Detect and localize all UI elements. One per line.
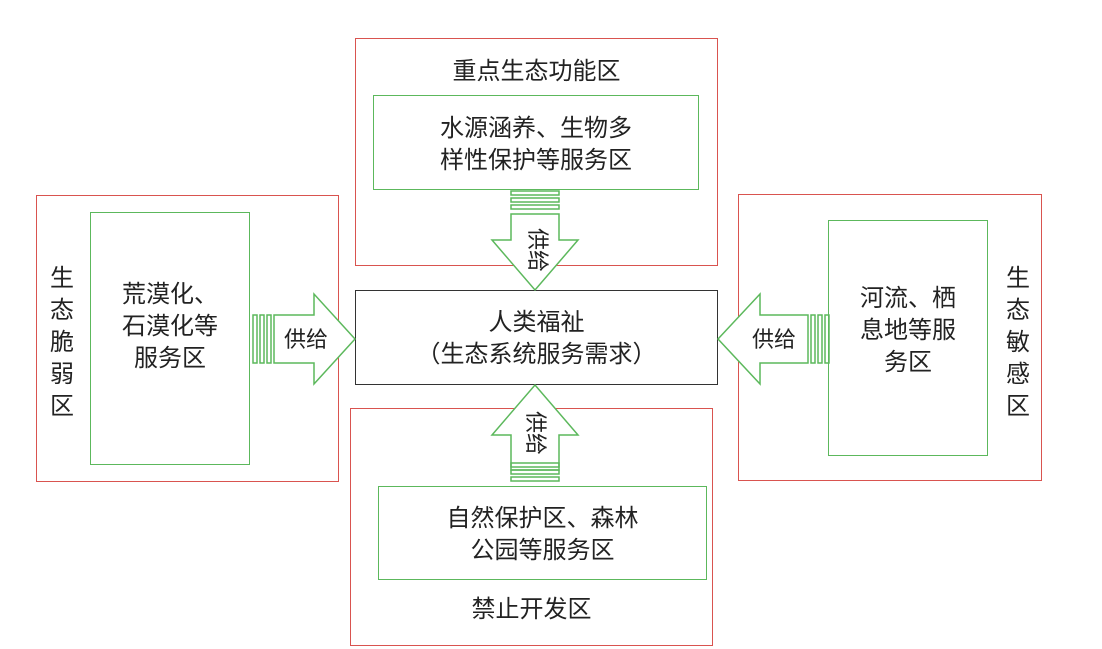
- left-service-label: 荒漠化、 石漠化等 服务区: [122, 280, 218, 372]
- right-arrow-label: 供给: [752, 328, 796, 353]
- left-arrow-label: 供给: [284, 328, 328, 353]
- top-region-label: 重点生态功能区: [452, 57, 621, 85]
- top-supply-arrow: 供给: [490, 190, 580, 292]
- left-supply-arrow: 供给: [252, 292, 357, 386]
- center-box: [355, 290, 718, 385]
- right-service-label: 河流、栖 息地等服 务区: [860, 284, 956, 376]
- bottom-arrow-label: 供给: [522, 411, 547, 455]
- top-service-label: 水源涵养、生物多 样性保护等服务区: [440, 114, 632, 174]
- top-arrow-label: 供给: [524, 228, 549, 272]
- right-region-label: 生 态 敏 感 区: [1006, 264, 1030, 420]
- bottom-service-box: [378, 486, 707, 580]
- center-line-1: 人类福祉: [488, 308, 585, 336]
- top-service-box: [373, 95, 699, 190]
- left-service-box: [90, 212, 250, 465]
- bottom-service-label: 自然保护区、森林 公园等服务区: [446, 504, 639, 564]
- bottom-supply-arrow: 供给: [490, 383, 580, 482]
- right-supply-arrow: 供给: [716, 292, 830, 386]
- left-region-label: 生 态 脆 弱 区: [50, 264, 74, 420]
- center-line-2: （生态系统服务需求）: [416, 340, 657, 368]
- bottom-region-label: 禁止开发区: [471, 595, 592, 623]
